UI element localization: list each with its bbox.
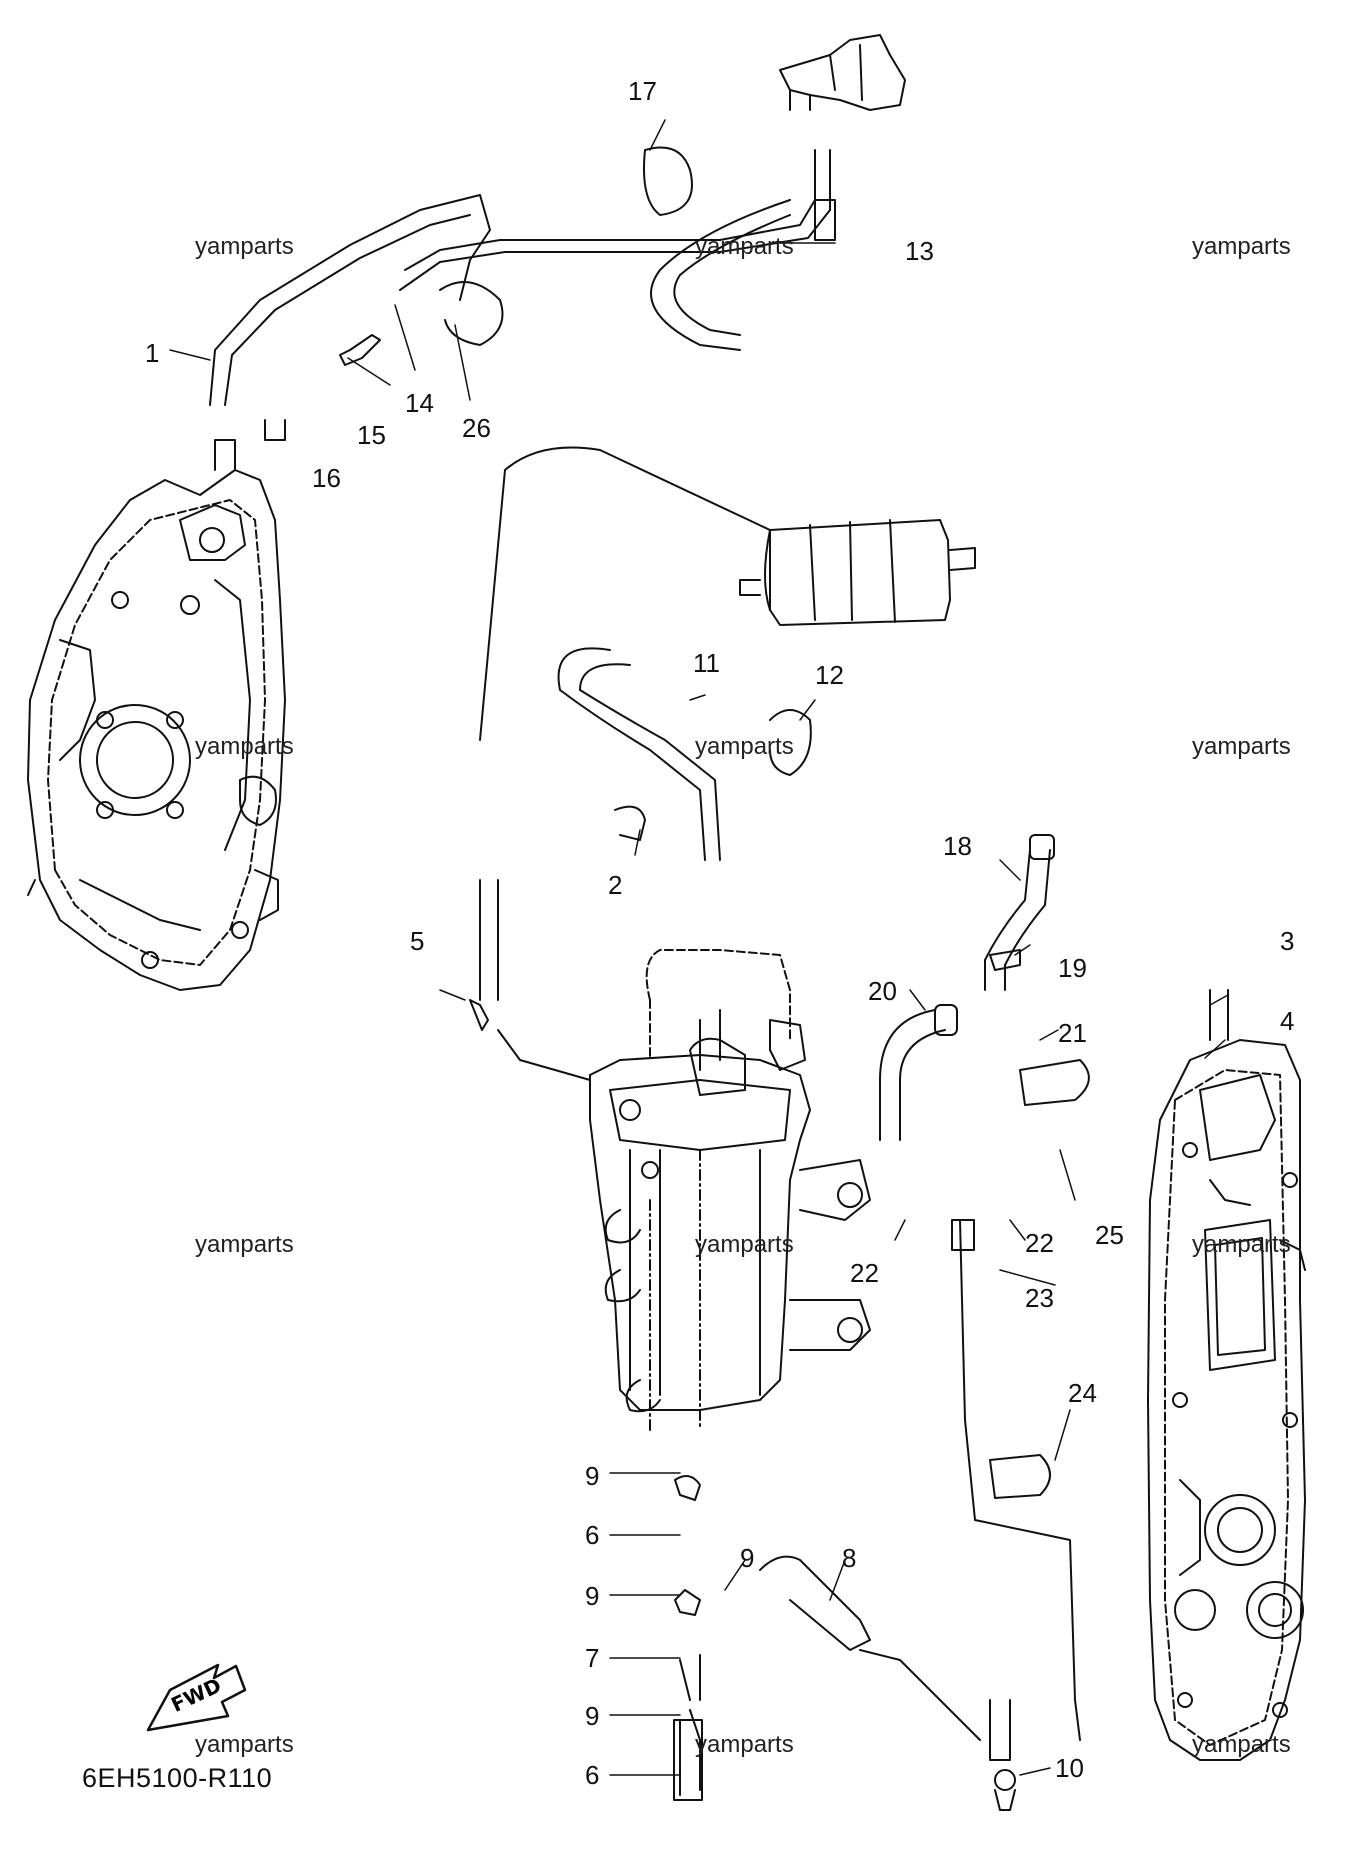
callout-9d: 9 — [585, 1701, 600, 1731]
part-code: 6EH5100-R110 — [82, 1763, 273, 1793]
fittings — [264, 146, 1090, 1811]
watermark: yamparts — [1192, 1731, 1291, 1758]
hose-18 — [984, 834, 1055, 991]
vapor-separator — [589, 949, 871, 1431]
callout-7: 7 — [585, 1643, 600, 1673]
watermark: yamparts — [695, 233, 794, 260]
callout-10: 10 — [1055, 1753, 1084, 1783]
hose-14 — [399, 149, 831, 291]
callout-22b: 22 — [850, 1258, 879, 1288]
callout-4: 4 — [1280, 1006, 1295, 1036]
callout-11: 11 — [693, 648, 720, 678]
callout-23: 23 — [1025, 1283, 1054, 1313]
watermark: yamparts — [695, 1231, 794, 1258]
callout-12: 12 — [815, 660, 844, 690]
callout-6a: 6 — [585, 1520, 600, 1550]
right-cylinder-head — [1147, 1039, 1306, 1761]
hose-23 — [951, 1219, 1081, 1761]
watermark: yamparts — [695, 1731, 794, 1758]
callout-13: 13 — [905, 236, 934, 266]
callout-18: 18 — [943, 831, 972, 861]
hose-13 — [650, 199, 836, 351]
callout-22a: 22 — [1025, 1228, 1054, 1258]
fwd-arrow — [146, 1663, 247, 1732]
solenoid-valve — [779, 34, 906, 111]
callout-5: 5 — [410, 926, 425, 956]
watermark: yamparts — [695, 733, 794, 760]
hose-11 — [557, 647, 721, 861]
callout-26: 26 — [462, 413, 491, 443]
left-engine-block — [27, 439, 286, 991]
callout-2: 2 — [608, 870, 623, 900]
callout-15: 15 — [357, 420, 386, 450]
callout-25: 25 — [1095, 1220, 1124, 1250]
callout-9c: 9 — [740, 1543, 755, 1573]
callout-24: 24 — [1068, 1378, 1097, 1408]
callout-8: 8 — [842, 1543, 857, 1573]
watermark: yamparts — [195, 233, 294, 260]
callout-9b: 9 — [585, 1581, 600, 1611]
callout-1: 1 — [145, 338, 160, 368]
callout-19: 19 — [1058, 953, 1087, 983]
hose-20 — [879, 1004, 958, 1141]
callout-3: 3 — [1280, 926, 1295, 956]
hose-3-and-5 — [469, 446, 1229, 1081]
callout-16: 16 — [312, 463, 341, 493]
watermark: yamparts — [195, 733, 294, 760]
watermark: yamparts — [1192, 733, 1291, 760]
callout-17: 17 — [628, 76, 657, 106]
watermark: yamparts — [1192, 1231, 1291, 1258]
leader-lines — [169, 119, 1229, 1776]
callout-14: 14 — [405, 388, 434, 418]
watermark: yamparts — [195, 1731, 294, 1758]
hose-1 — [209, 194, 491, 406]
watermark: yamparts — [195, 1231, 294, 1258]
callout-21: 21 — [1058, 1018, 1087, 1048]
callout-20: 20 — [868, 976, 897, 1006]
callout-9a: 9 — [585, 1461, 600, 1491]
watermark: yamparts — [1192, 233, 1291, 260]
canister — [739, 519, 976, 626]
callout-6b: 6 — [585, 1760, 600, 1790]
